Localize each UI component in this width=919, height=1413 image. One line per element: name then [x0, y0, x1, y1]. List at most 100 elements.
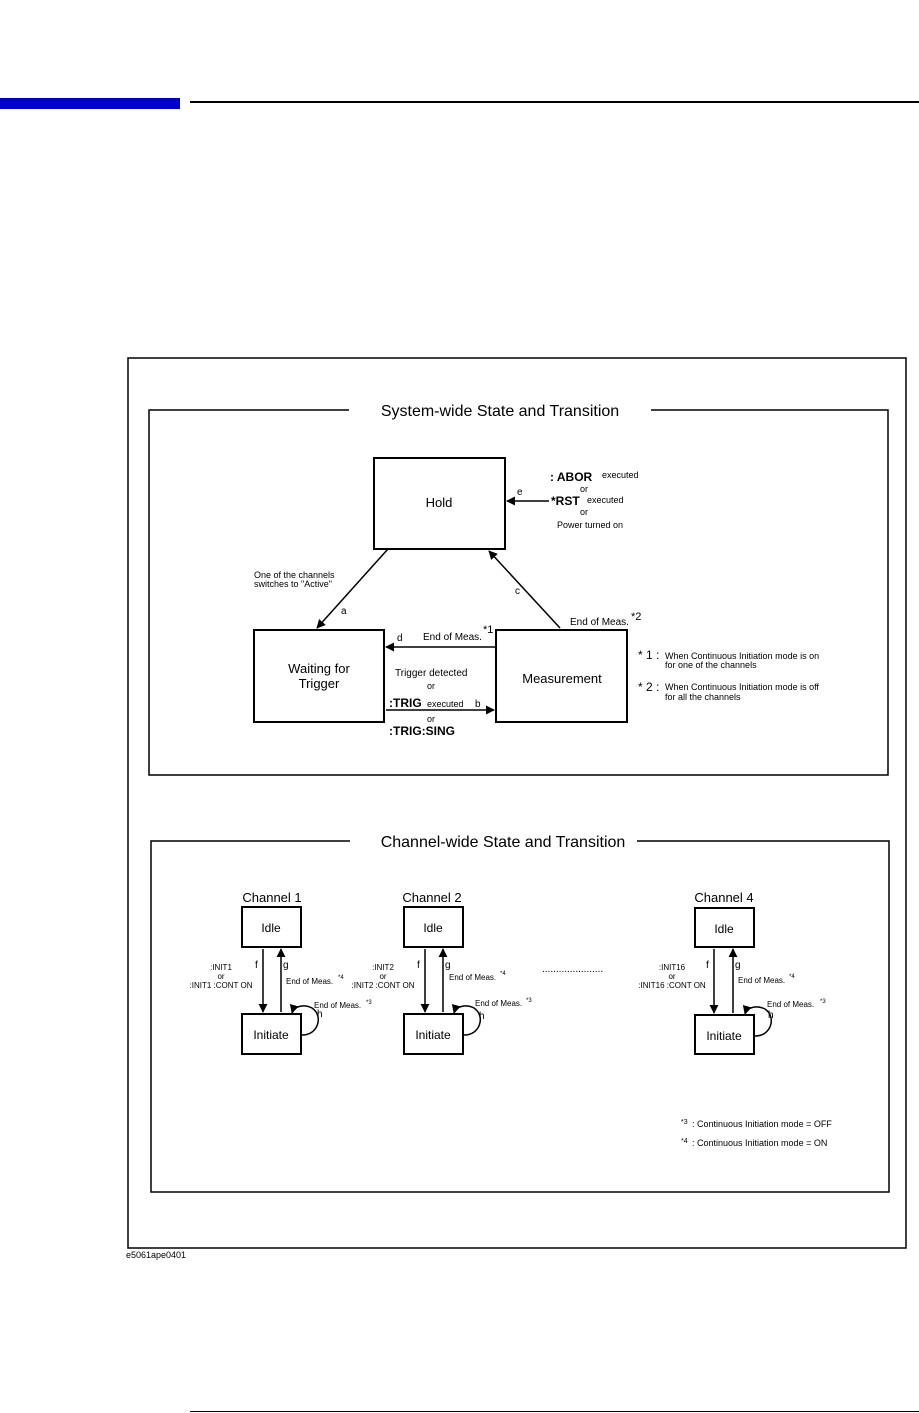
transition-c-label: c: [515, 586, 520, 597]
channel-4-initiate-label: Initiate: [706, 1029, 742, 1043]
channel-2-initiate-label: Initiate: [415, 1028, 451, 1042]
channel-1-idle-label: Idle: [261, 921, 281, 935]
rst-command: *RST: [551, 494, 580, 508]
trigger-detected-text: Trigger detected: [395, 668, 467, 679]
figure-id: e5061ape0401: [126, 1250, 186, 1260]
transition-d-label: d: [397, 633, 403, 644]
channel-1-initiate-label: Initiate: [253, 1028, 289, 1042]
end-meas-1-text: End of Meas.: [423, 632, 482, 643]
channel-1-end-meas-3: End of Meas.: [314, 1001, 361, 1010]
sup-1-mark: *1: [483, 624, 493, 636]
channel-panel: Channel-wide State and Transition Channe…: [150, 834, 890, 1193]
channels-active-line1: One of the channels: [254, 570, 335, 580]
channel-1-group: Channel 1 Idle Initiate f g :INIT1 or :I…: [190, 890, 372, 1055]
channel-1-cmd1: :INIT1: [210, 963, 232, 972]
or-1: or: [580, 484, 588, 494]
channel-4-cmd2: :INIT16 :CONT ON: [638, 981, 706, 990]
channel-note-4-mark: *4: [681, 1138, 688, 1145]
channel-4-h-loop: [742, 1004, 773, 1037]
channel-panel-border: [150, 840, 890, 1193]
transition-a-arrow: [316, 548, 389, 629]
channel-footnote-3: *3 : Continuous Initiation mode = OFF: [681, 1119, 832, 1129]
channel-4-name: Channel 4: [694, 890, 753, 905]
trig-executed: executed: [427, 699, 464, 709]
channel-2-end-meas-4: End of Meas.: [449, 973, 496, 982]
channel-4-sup4: *4: [789, 974, 795, 980]
rst-executed: executed: [587, 495, 624, 505]
channel-2-name: Channel 2: [402, 890, 461, 905]
channel-4-initiate-state: [694, 1014, 755, 1055]
channel-1-name: Channel 1: [242, 890, 301, 905]
header-accent-bar: [0, 98, 180, 109]
system-panel: System-wide State and Transition Hold Wa…: [148, 403, 889, 776]
trig-sing-command: :TRIG:SING: [389, 724, 455, 738]
channel-4-idle-label: Idle: [714, 922, 734, 936]
transition-b-label: b: [475, 699, 481, 710]
system-footnote-1: * 1 : When Continuous Initiation mode is…: [638, 648, 819, 670]
note-2-mark: * 2 :: [638, 680, 659, 694]
channel-ellipsis: ......................: [542, 964, 603, 975]
header-rule: [190, 101, 919, 103]
channel-4-f-label: f: [706, 960, 709, 971]
measurement-label: Measurement: [522, 671, 602, 686]
transition-c-arrow: [488, 550, 561, 629]
channel-2-h-loop: [451, 1003, 482, 1036]
channel-2-group: Channel 2 Idle Initiate f g :INIT2 or :I…: [352, 890, 532, 1055]
hold-state: [373, 457, 506, 550]
channel-2-cmd1: :INIT2: [372, 963, 394, 972]
channel-4-h-label: h: [768, 1010, 774, 1021]
channel-4-end-meas-4: End of Meas.: [738, 976, 785, 985]
note-1-mark: * 1 :: [638, 648, 659, 662]
channel-1-sup4: *4: [338, 975, 344, 981]
channel-4-sup3: *3: [820, 999, 826, 1005]
channel-2-sup3: *3: [526, 998, 532, 1004]
channel-note-3-text: : Continuous Initiation mode = OFF: [692, 1119, 832, 1129]
channel-4-end-meas-3: End of Meas.: [767, 1000, 814, 1009]
channel-note-3-mark: *3: [681, 1119, 688, 1126]
waiting-label-1: Waiting for: [288, 661, 350, 676]
channel-1-cmd2: :INIT1 :CONT ON: [190, 981, 253, 990]
or-2: or: [580, 507, 588, 517]
channel-2-idle-state: [403, 906, 464, 948]
figure-frame: [127, 357, 907, 1249]
system-panel-border: [148, 409, 889, 776]
trig-command: :TRIG: [389, 696, 422, 710]
channel-panel-title: Channel-wide State and Transition: [381, 834, 626, 851]
note-2-line1: When Continuous Initiation mode is off: [665, 682, 819, 692]
channel-1-idle-state: [241, 906, 302, 948]
channel-1-end-meas-4: End of Meas.: [286, 977, 333, 986]
channel-note-4-text: : Continuous Initiation mode = ON: [692, 1138, 827, 1148]
transition-e-label: e: [517, 487, 523, 498]
or-4: or: [427, 714, 435, 724]
channel-footnote-4: *4 : Continuous Initiation mode = ON: [681, 1138, 827, 1148]
abor-command: : ABOR: [550, 470, 593, 484]
channel-1-g-label: g: [283, 960, 289, 971]
or-3: or: [427, 681, 435, 691]
channel-2-initiate-state: [403, 1013, 464, 1055]
abor-executed: executed: [602, 470, 639, 480]
channel-1-h-loop: [289, 1003, 320, 1036]
note-1-line1: When Continuous Initiation mode is on: [665, 651, 819, 661]
channel-1-initiate-state: [241, 1013, 302, 1055]
note-1-line2: for one of the channels: [665, 660, 757, 670]
channel-4-or: or: [668, 972, 675, 981]
channel-2-g-label: g: [445, 960, 451, 971]
measurement-state: [495, 629, 628, 723]
sup-2-mark: *2: [631, 611, 641, 623]
system-panel-title: System-wide State and Transition: [381, 403, 619, 420]
channel-2-h-label: h: [479, 1011, 485, 1022]
channel-4-g-label: g: [735, 960, 741, 971]
channel-2-cmd2: :INIT2 :CONT ON: [352, 981, 415, 990]
system-footnote-2: * 2 : When Continuous Initiation mode is…: [638, 680, 819, 702]
channel-2-or: or: [379, 972, 386, 981]
channels-active-line2: switches to "Active": [254, 579, 332, 589]
channel-2-end-meas-3: End of Meas.: [475, 999, 522, 1008]
channel-1-sup3: *3: [366, 1000, 372, 1006]
hold-label: Hold: [426, 495, 453, 510]
channel-1-h-label: h: [317, 1009, 323, 1020]
end-meas-2-text: End of Meas.: [570, 617, 629, 628]
channel-2-idle-label: Idle: [423, 921, 443, 935]
channel-1-or: or: [217, 972, 224, 981]
channel-2-sup4: *4: [500, 971, 506, 977]
